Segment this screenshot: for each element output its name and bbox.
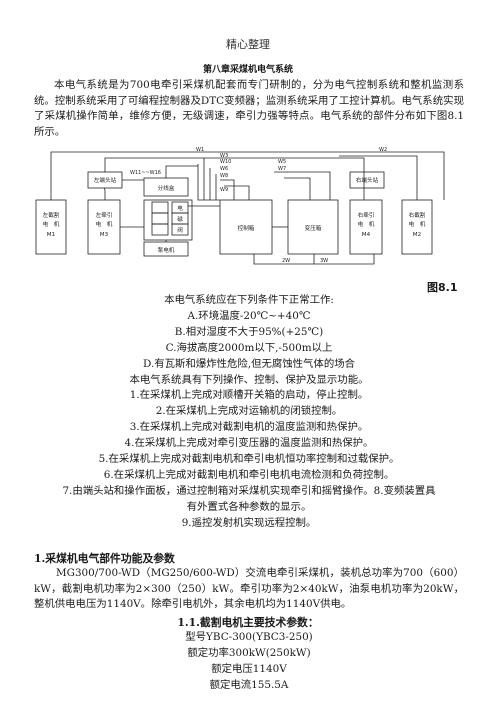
right-traction-motor-label-3: M4 bbox=[362, 232, 371, 238]
function-line: 1.在采煤机上完成对顺槽开关箱的启动，停止控制。 bbox=[129, 389, 369, 402]
right-cutter-motor-label-2: 电 机 bbox=[409, 220, 426, 228]
function-line: 2.在采煤机上完成对运输机的闭锁控制。 bbox=[155, 405, 343, 418]
function-line: 4.在采煤机上完成对牵引变压器的温度监测和热保护。 bbox=[124, 437, 374, 450]
cutter-motor-specs: 型号YBC-300(YBC3-250) 额定功率300kW(250kW) 额定电… bbox=[34, 630, 464, 694]
spec-line: 额定电流155.5A bbox=[209, 678, 289, 691]
right-end-station-box bbox=[349, 171, 385, 189]
function-line: 9.遥控发射机实现远程控制。 bbox=[181, 516, 317, 529]
section-1-title: 1.采煤机电气部件功能及参数 bbox=[34, 552, 175, 565]
small-box-label-2: 磁 bbox=[177, 215, 183, 223]
right-traction-motor-label-2: 电 机 bbox=[358, 220, 375, 228]
left-traction-motor-label-3: M3 bbox=[100, 232, 109, 238]
section-1-body: MG300/700-WD（MG250/600-WD）交流电牵引采煤机，装机总功率… bbox=[34, 567, 464, 611]
small-box-1 bbox=[151, 201, 169, 214]
function-line: 3.在采煤机上完成对截割电机的温度监测和热保护。 bbox=[129, 421, 369, 434]
condition-line: 本电气系统应在下列条件下正常工作: bbox=[164, 294, 334, 306]
right-end-station-label: 右端头站 bbox=[356, 176, 379, 184]
control-box-label: 控制箱 bbox=[238, 224, 255, 232]
transformer-box-label: 变压箱 bbox=[305, 224, 322, 232]
wire-label-3w: 3W bbox=[320, 258, 328, 264]
wire-label-w7: W7 bbox=[278, 166, 286, 172]
spec-line: 型号YBC-300(YBC3-250) bbox=[185, 631, 313, 643]
condition-line: D.有瓦斯和爆炸性危险,但无腐蚀性气体的场合 bbox=[143, 357, 355, 370]
small-box-label-1: 电 bbox=[177, 204, 183, 212]
function-intro: 本电气系统具有下列操作、控制、保护及显示功能。 bbox=[129, 373, 369, 386]
small-box-label-3: 阀 bbox=[177, 226, 183, 234]
left-end-station-label: 左端头站 bbox=[94, 176, 117, 184]
wire-label-w2: W2 bbox=[379, 147, 387, 153]
small-box-2 bbox=[151, 212, 169, 225]
right-cutter-motor-label-3: M2 bbox=[413, 232, 421, 238]
pump-motor-label: 泵电机 bbox=[158, 246, 175, 254]
wire-label-w8: W8 bbox=[220, 173, 228, 179]
function-line: 有外置式各种参数的显示。 bbox=[186, 500, 312, 513]
function-line: 7.由端头站和操作面板，通过控制箱对采煤机实现牵引和摇臂操作。8.变频装置具 bbox=[62, 484, 436, 497]
wire-label-2w: 2W bbox=[282, 258, 290, 264]
right-traction-motor-label-1: 右牵引 bbox=[358, 211, 375, 219]
conditions-list: 本电气系统应在下列条件下正常工作: A.环境温度-20℃~+40℃ B.相对湿度… bbox=[34, 293, 464, 532]
wire-label-w6: W6 bbox=[220, 166, 228, 172]
intro-paragraph: 本电气系统是为700电牵引采煤机配套而专门研制的，分为电气控制系统和整机监测系统… bbox=[34, 79, 464, 138]
electrical-layout-diagram: W1 W2 W3 W10 W5 W6 W7 W8 W9 W11~~W16 2W … bbox=[35, 147, 445, 265]
page-header: 精心整理 bbox=[226, 38, 270, 51]
condition-line: A.环境温度-20℃~+40℃ bbox=[187, 309, 311, 322]
left-cutter-motor-label-1: 左截割 bbox=[43, 211, 60, 219]
left-traction-motor-label-1: 左牵引 bbox=[96, 211, 113, 219]
wire-label-w10: W10 bbox=[220, 159, 231, 165]
left-cutter-motor-label-3: M1 bbox=[47, 232, 56, 238]
distribution-box-label: 分线盒 bbox=[158, 184, 175, 192]
function-line: 5.在采煤机上完成对截割电机和牵引电机恒功率控制和过载保护。 bbox=[98, 453, 400, 466]
wire-label-w5: W5 bbox=[278, 159, 286, 165]
right-cutter-motor-label-1: 右截割 bbox=[409, 211, 426, 219]
right-traction-motor-box bbox=[349, 199, 383, 255]
small-box-3 bbox=[151, 223, 169, 236]
condition-line: B.相对湿度不大于95%(+25℃) bbox=[174, 325, 324, 338]
section-1-1-title: 1.1.截割电机主要技术参数： bbox=[177, 616, 319, 629]
wire-label-w11-w16: W11~~W16 bbox=[130, 170, 161, 176]
wire-label-w9: W9 bbox=[220, 187, 228, 193]
condition-line: C.海拔高度2000m以下,-500m以上 bbox=[165, 341, 333, 354]
spec-line: 额定电压1140V bbox=[211, 662, 287, 675]
figure-label: 图8.1 bbox=[427, 281, 458, 294]
function-line: 6.在采煤机上完成对截割电机和牵引电机电流检测和负荷控制。 bbox=[103, 468, 395, 481]
left-cutter-motor-label-2: 电 机 bbox=[43, 220, 60, 228]
chapter-title: 第八章采煤机电气系统 bbox=[202, 65, 293, 75]
spec-line: 额定功率300kW(250kW) bbox=[187, 646, 311, 659]
wire-label-w1: W1 bbox=[196, 147, 204, 153]
left-traction-motor-label-2: 电 机 bbox=[96, 220, 113, 228]
wire-label-w3: W3 bbox=[220, 153, 228, 159]
